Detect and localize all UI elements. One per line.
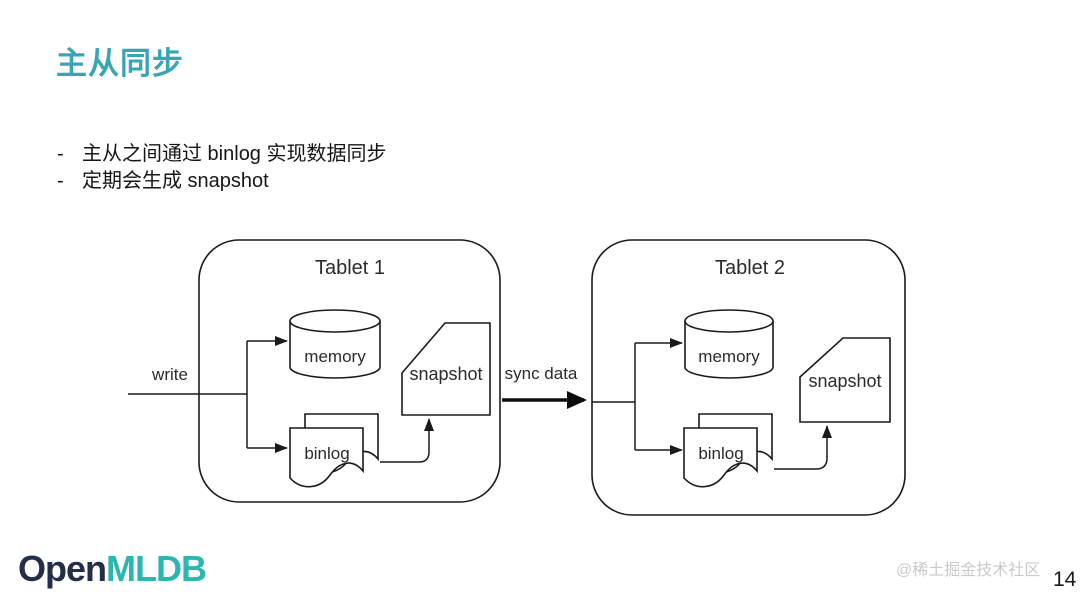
tablet1-memory-cylinder-top: [289, 309, 381, 333]
tablet2-snapshot-shape: [799, 337, 891, 423]
tablet1-memory-label: memory: [304, 347, 366, 366]
tablet1-memory-cylinder: [289, 321, 381, 379]
tablet2-binlog-doc-front: [683, 427, 758, 488]
tablet2-box: [591, 239, 906, 516]
tablet1-arrow-binlog-to-snapshot: [380, 418, 434, 463]
sync-data-label: sync data: [505, 364, 578, 383]
bullet-dash: -: [57, 143, 64, 165]
bullet-list: - 主从之间通过 binlog 实现数据同步 - 定期会生成 snapshot: [57, 141, 387, 195]
logo-open-text: Open: [18, 548, 107, 589]
tablet2-memory-cylinder-top: [684, 309, 774, 333]
page-number: 14: [1053, 568, 1077, 591]
tablet2-arrow-binlog-to-snapshot: [774, 425, 832, 470]
tablet1-binlog-doc-front: [289, 427, 364, 488]
bullet-dash: -: [57, 170, 64, 192]
bullet-text: 定期会生成 snapshot: [82, 170, 269, 192]
tablet2-memory-cylinder: [684, 321, 774, 379]
write-label: write: [151, 365, 188, 384]
tablet2-title: Tablet 2: [715, 257, 785, 279]
page-title: 主从同步: [56, 46, 184, 81]
tablet1-group: Tablet 1 write memory binlog snapshot: [128, 239, 501, 503]
openmldb-logo: OpenMLDB: [18, 548, 207, 590]
tablet2-snapshot-label: snapshot: [808, 371, 881, 391]
logo-mldb-text: MLDB: [106, 548, 207, 589]
tablet2-binlog-label: binlog: [698, 444, 743, 463]
bullet-item: - 定期会生成 snapshot: [57, 168, 387, 195]
tablet2-group: Tablet 2 memory binlog snapshot: [591, 239, 906, 516]
tablet1-snapshot-label: snapshot: [409, 364, 482, 384]
bullet-text: 主从之间通过 binlog 实现数据同步: [82, 143, 387, 165]
bullet-item: - 主从之间通过 binlog 实现数据同步: [57, 141, 387, 168]
tablet1-box: [198, 239, 501, 503]
sync-group: sync data: [502, 364, 587, 409]
tablet1-binlog-label: binlog: [304, 444, 349, 463]
watermark: @稀土掘金技术社区: [896, 562, 1041, 579]
tablet1-title: Tablet 1: [315, 257, 385, 279]
tablet1-snapshot-shape: [401, 322, 491, 416]
tablet2-memory-label: memory: [698, 347, 760, 366]
